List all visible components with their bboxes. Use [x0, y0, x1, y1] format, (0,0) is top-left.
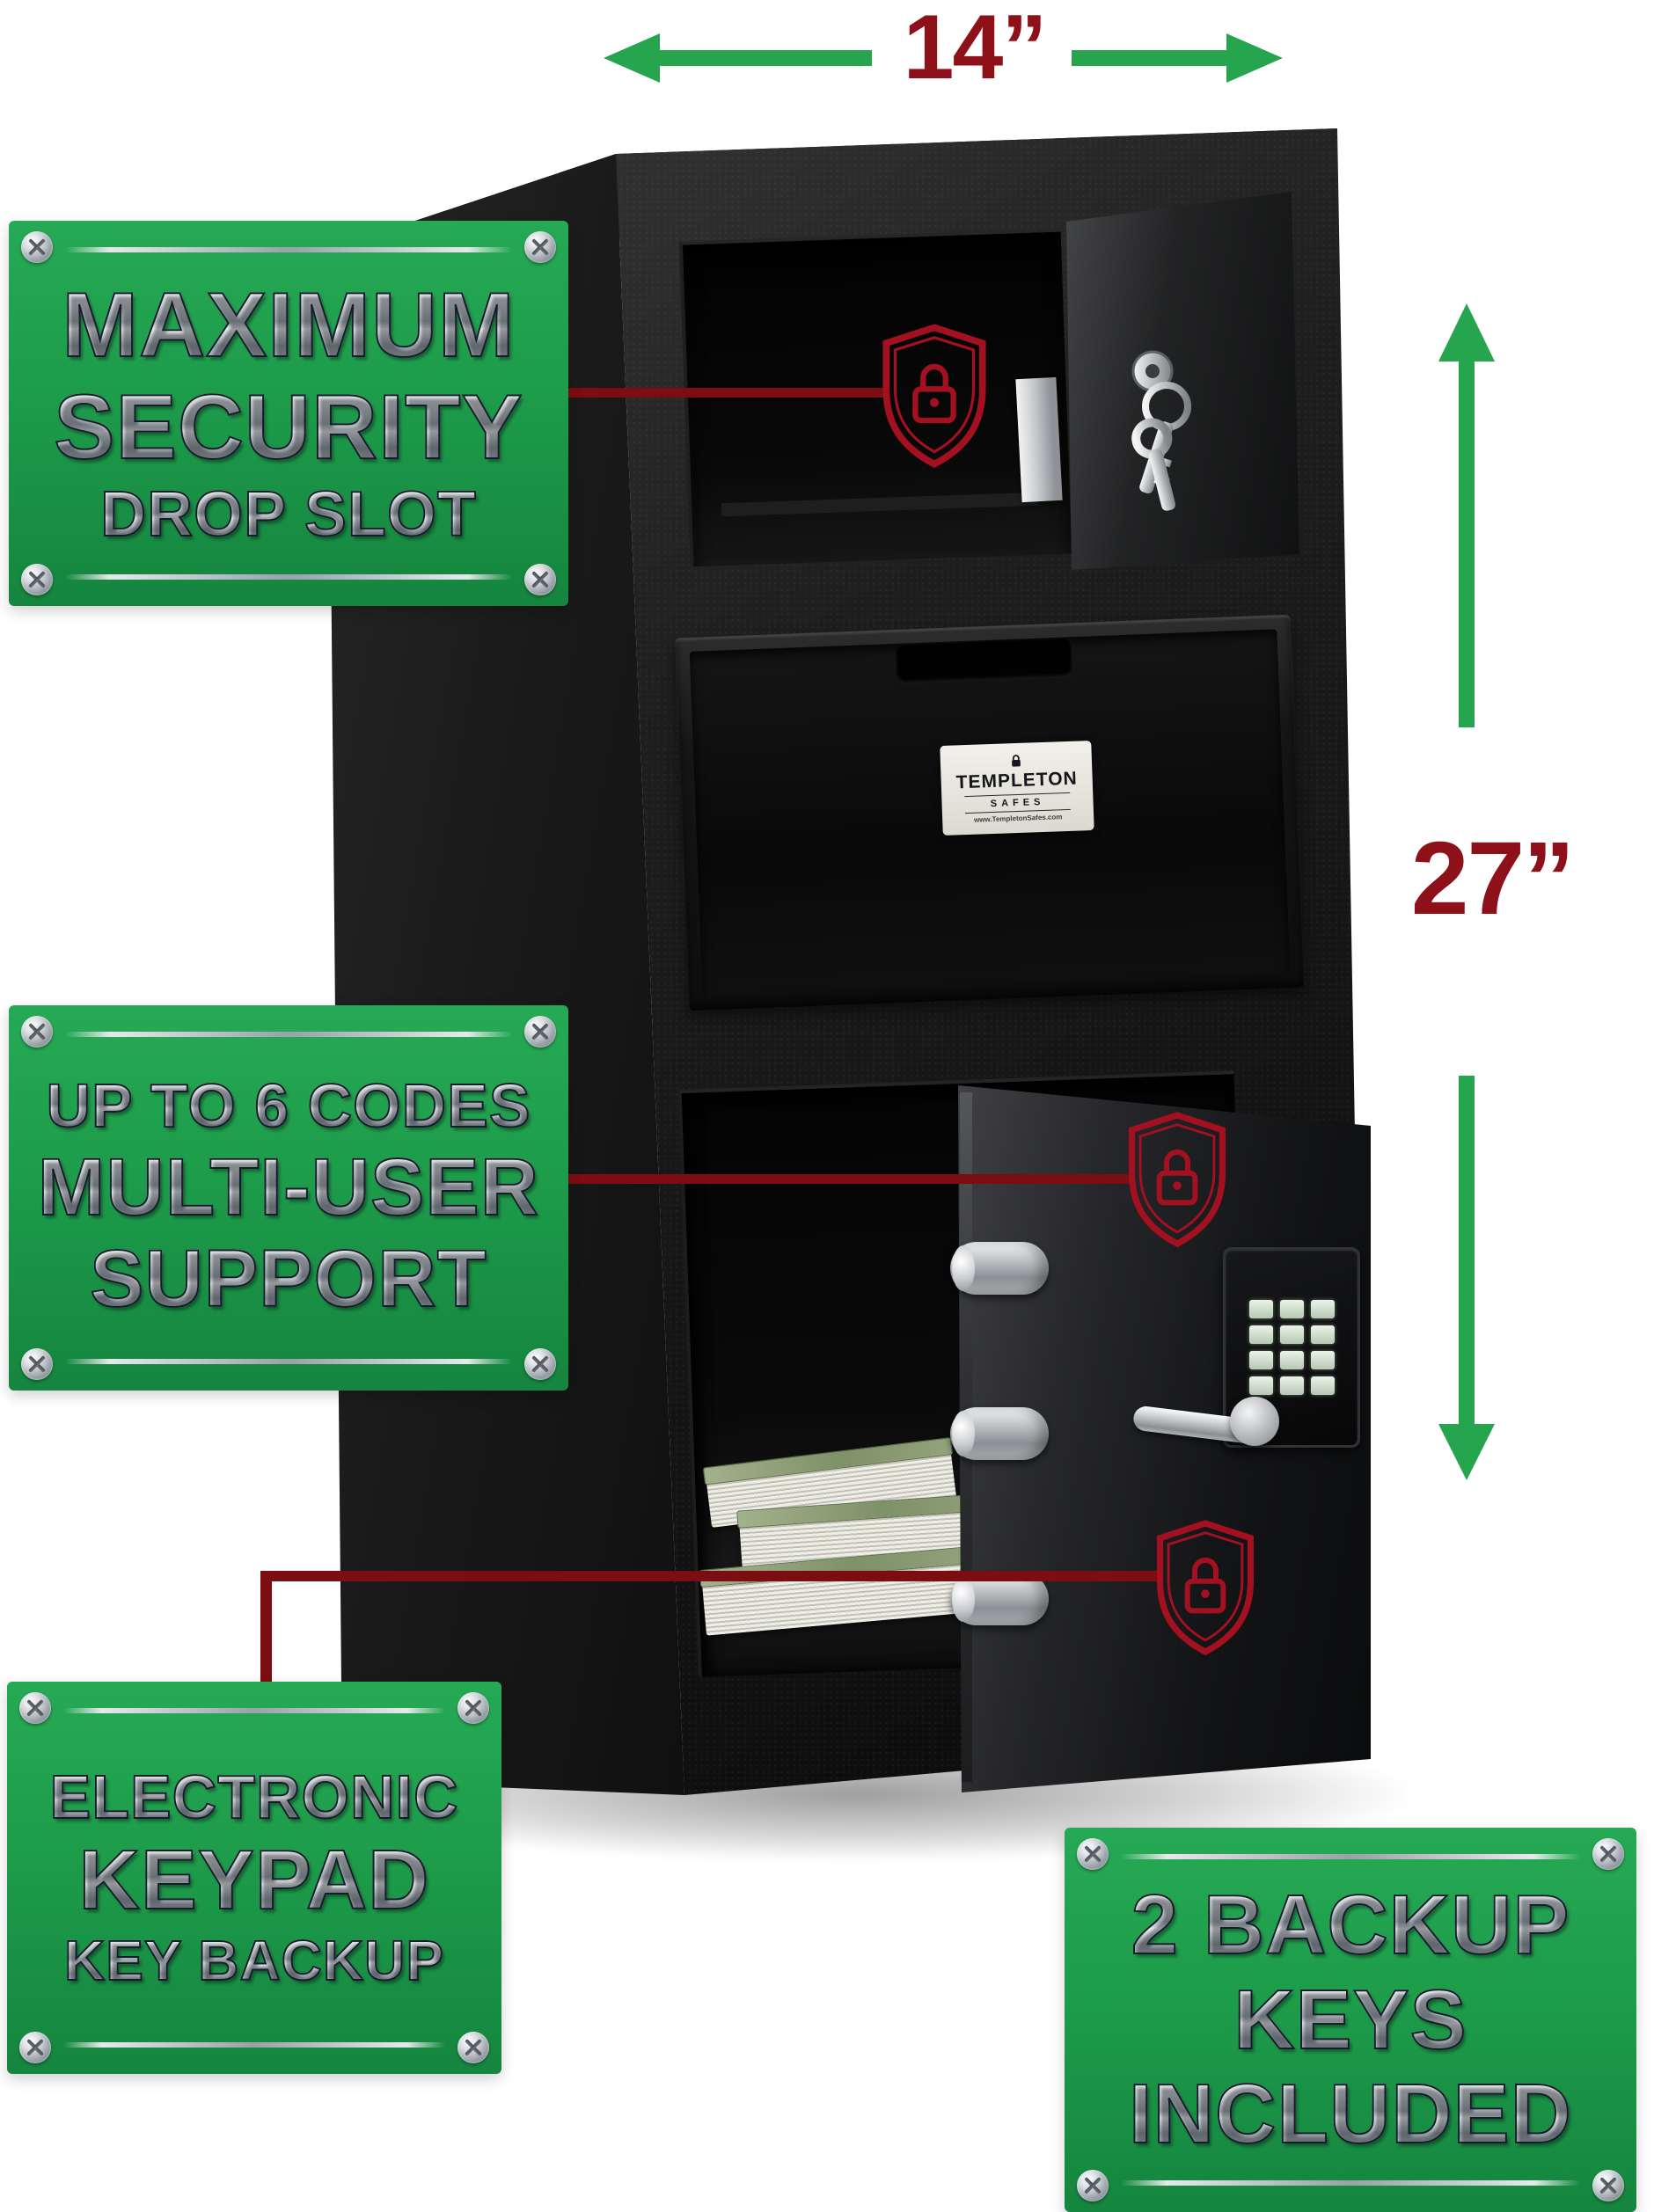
metallic-divider — [1121, 2180, 1580, 2186]
screw-icon — [457, 1692, 489, 1724]
security-shield-icon — [1156, 1520, 1255, 1656]
screw-icon — [1077, 1838, 1109, 1870]
callout-line-keypad-vertical — [260, 1571, 272, 1689]
door-latch-plate — [1015, 376, 1063, 503]
drop-slot-key-door — [1066, 192, 1299, 570]
height-arrow-up-icon — [1438, 303, 1495, 727]
screw-icon — [21, 1016, 53, 1048]
brand-website: www.TempletonSafes.com — [973, 813, 1063, 824]
label-lock-icon — [1012, 755, 1021, 767]
badge-text: MAXIMUM — [61, 274, 516, 377]
width-dimension-label: 14” — [903, 0, 1048, 99]
badge-backup-keys: 2 BACKUP KEYS INCLUDED — [1065, 1828, 1636, 2212]
screw-icon — [21, 1348, 53, 1380]
security-shield-icon — [1128, 1112, 1226, 1248]
badge-text: UP TO 6 CODES — [45, 1071, 531, 1141]
callout-line-drop-slot — [568, 388, 887, 398]
badge-text: KEYPAD — [78, 1833, 430, 1928]
screw-icon — [19, 1692, 51, 1724]
t-handle-hub — [1230, 1397, 1279, 1446]
metallic-divider — [65, 1032, 512, 1037]
locking-bolt-icon — [950, 1242, 1049, 1295]
metallic-divider — [63, 2042, 445, 2048]
badge-text: 2 BACKUP — [1131, 1877, 1570, 1972]
badge-text: SECURITY — [53, 376, 523, 479]
badge-text: SUPPORT — [89, 1233, 487, 1324]
metallic-divider — [63, 1708, 445, 1713]
backup-keys-icon — [1131, 350, 1191, 511]
brand-subtitle: SAFES — [990, 796, 1045, 810]
badge-text: INCLUDED — [1128, 2067, 1572, 2162]
drop-slot-opening — [678, 228, 1072, 567]
screw-icon — [1592, 2170, 1624, 2201]
locking-bolt-icon — [950, 1573, 1049, 1625]
screw-icon — [524, 1348, 556, 1380]
width-arrow-right-icon — [1072, 33, 1283, 83]
badge-drop-slot: MAXIMUM SECURITY DROP SLOT — [9, 221, 568, 606]
locking-bolt-icon — [950, 1407, 1049, 1460]
badge-text: ELECTRONIC — [49, 1762, 459, 1831]
height-dimension-label: 27” — [1410, 821, 1575, 937]
height-arrow-down-icon — [1438, 1076, 1495, 1480]
screw-icon — [1592, 1838, 1624, 1870]
keypad-buttons — [1248, 1300, 1335, 1395]
screw-icon — [21, 564, 53, 595]
callout-line-multi-user — [568, 1174, 1133, 1184]
screw-icon — [524, 231, 556, 263]
callout-line-keypad-horizontal — [260, 1571, 1163, 1581]
metallic-divider — [65, 574, 512, 580]
screw-icon — [21, 231, 53, 263]
brand-name: TEMPLETON — [955, 768, 1079, 793]
badge-multi-user: UP TO 6 CODES MULTI-USER SUPPORT — [9, 1005, 568, 1391]
screw-icon — [524, 1016, 556, 1048]
badge-text: KEY BACKUP — [63, 1929, 444, 1993]
screw-icon — [1077, 2170, 1109, 2201]
screw-icon — [457, 2032, 489, 2063]
security-shield-icon — [882, 324, 986, 468]
metallic-divider — [65, 247, 512, 252]
deposit-drawer-handle — [895, 639, 1073, 684]
metallic-divider — [65, 1359, 512, 1364]
screw-icon — [19, 2032, 51, 2063]
badge-text: KEYS — [1233, 1972, 1467, 2067]
metallic-divider — [1121, 1854, 1580, 1859]
badge-text: MULTI-USER — [37, 1142, 540, 1232]
label-divider — [964, 792, 1071, 798]
screw-icon — [524, 564, 556, 595]
width-arrow-left-icon — [604, 33, 872, 83]
badge-electronic-keypad: ELECTRONIC KEYPAD KEY BACKUP — [7, 1682, 501, 2074]
brand-label: TEMPLETON SAFES www.TempletonSafes.com — [940, 741, 1094, 836]
badge-text: DROP SLOT — [99, 479, 477, 551]
